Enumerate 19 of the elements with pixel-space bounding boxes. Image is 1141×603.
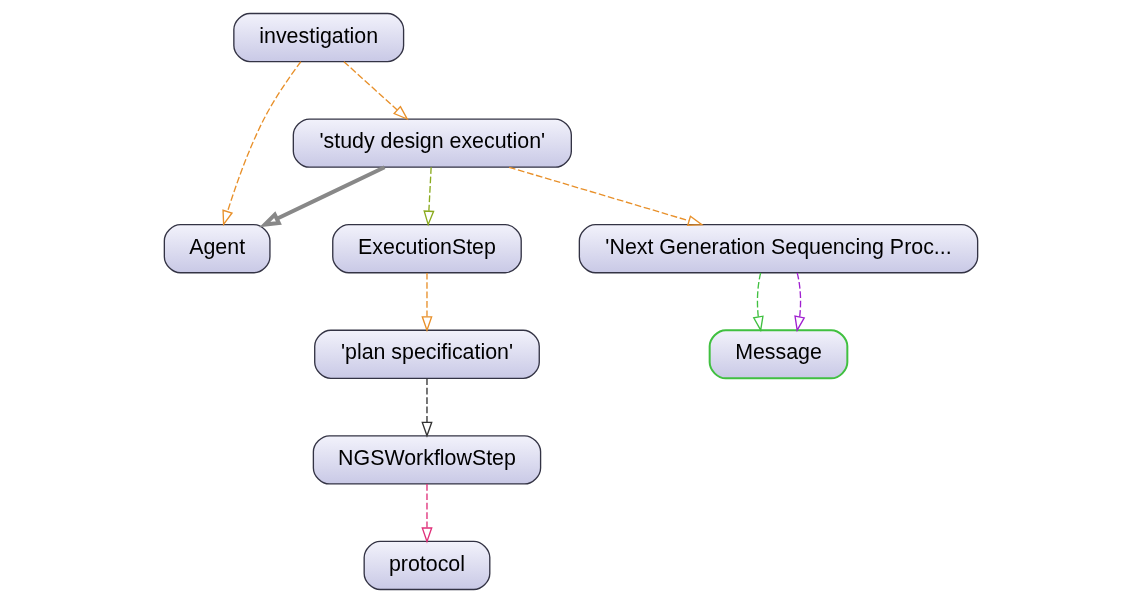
node-box: Agent bbox=[163, 224, 271, 274]
node-box: 'study design execution' bbox=[292, 118, 572, 168]
arrow bbox=[420, 483, 433, 544]
arrow bbox=[221, 61, 301, 227]
arrow bbox=[420, 377, 433, 438]
node-box: ExecutionStep bbox=[331, 224, 522, 274]
node-box: 'plan specification' bbox=[313, 329, 540, 380]
arrow bbox=[752, 272, 764, 333]
arrow bbox=[342, 61, 409, 121]
arrow bbox=[793, 272, 805, 333]
arrow bbox=[422, 166, 434, 227]
arrow bbox=[420, 272, 433, 333]
arrow bbox=[508, 166, 704, 226]
arrow bbox=[258, 165, 385, 228]
node-box: investigation bbox=[232, 12, 404, 63]
node-box: NGSWorkflowStep bbox=[312, 435, 541, 485]
node-box: Message bbox=[708, 329, 848, 380]
node-box: protocol bbox=[363, 540, 490, 591]
node-box: 'Next Generation Sequencing Proc... bbox=[578, 224, 978, 274]
